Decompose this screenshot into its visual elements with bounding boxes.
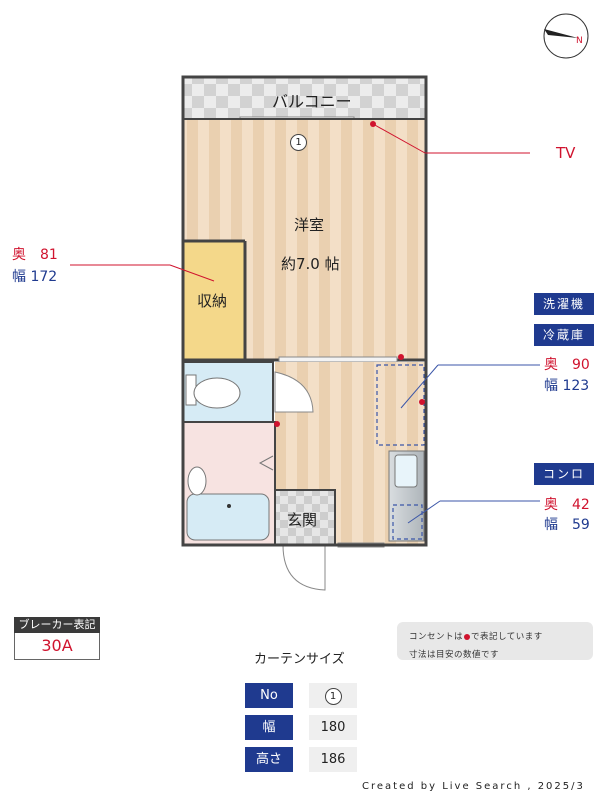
fridge-width: 幅 123: [544, 378, 590, 394]
storage-depth: 奥 81: [12, 247, 58, 263]
fridge-depth: 奥 90: [544, 357, 590, 373]
outlet-dot: [419, 399, 425, 405]
storage-closet: [183, 241, 245, 360]
stove-depth: 奥 42: [544, 497, 590, 513]
note-line-1: コンセントはで表記しています: [409, 628, 581, 646]
svg-text:N: N: [576, 36, 583, 46]
western-room-label: 洋室: [294, 216, 325, 234]
storage-label: 収納: [197, 292, 228, 310]
note-line-1-after: で表記しています: [471, 632, 543, 642]
curtain-key-height: 高さ: [245, 747, 293, 772]
stove-badge: コンロ: [534, 463, 594, 485]
curtain-key-width: 幅: [245, 715, 293, 740]
entrance-floor: [274, 489, 336, 546]
balcony-label: バルコニー: [272, 92, 352, 111]
breaker-title: ブレーカー表記: [14, 617, 100, 633]
curtain-value-width: 180: [309, 715, 357, 740]
outlet-dot: [274, 421, 280, 427]
curtain-key-no: No: [245, 683, 293, 708]
western-room-size: 約7.0 帖: [281, 255, 340, 273]
storage-width: 幅 172: [12, 269, 58, 285]
curtain-value-height: 186: [309, 747, 357, 772]
stove-width: 幅 59: [544, 517, 590, 533]
window-marker: 1: [290, 130, 307, 151]
legend-note: コンセントはで表記しています 寸法は目安の数値です: [397, 622, 593, 660]
fridge-badge: 冷蔵庫: [534, 324, 594, 346]
entrance-label: 玄関: [287, 511, 318, 529]
note-line-1-before: コンセントは: [409, 632, 464, 642]
curtain-number: 1: [324, 688, 342, 705]
tv-label: TV: [556, 144, 576, 162]
breaker-value: 30A: [14, 633, 100, 660]
note-line-2: 寸法は目安の数値です: [409, 650, 500, 660]
outlet-dot-icon: [464, 633, 471, 640]
credit-text: Created by Live Search , 2025/3: [362, 781, 585, 792]
window-number: 1: [290, 134, 307, 151]
curtain-value-no: 1: [309, 683, 357, 708]
washer-badge: 洗濯機: [534, 293, 594, 315]
outlet-dot: [398, 354, 404, 360]
curtain-title: カーテンサイズ: [254, 652, 345, 667]
